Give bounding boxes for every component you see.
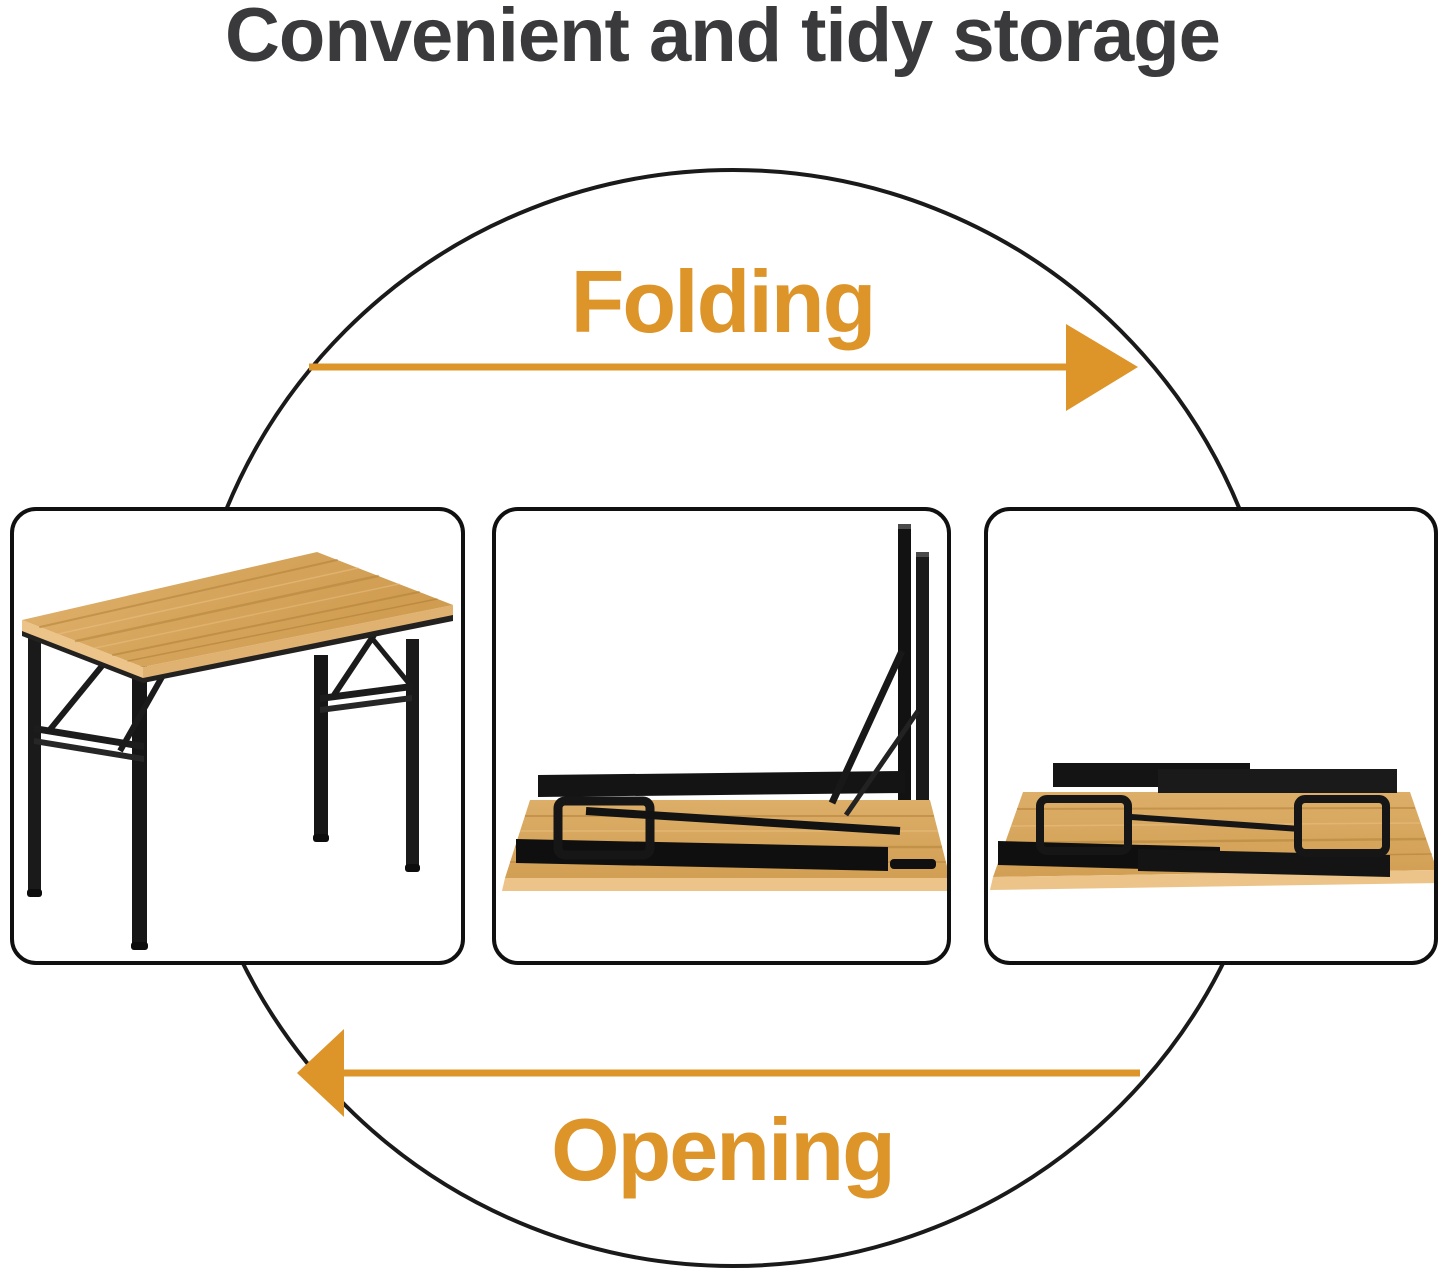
table-half-folded-illustration [502,524,947,891]
opening-label: Opening [551,1100,896,1199]
panel-table-assembled [10,507,465,965]
folding-label: Folding [570,252,877,351]
table-folded-flat-illustration [990,763,1434,890]
panel-table-half-folded [492,507,951,965]
table-assembled-illustration [22,552,453,950]
panel-table-folded-flat [984,507,1438,965]
page-title: Convenient and tidy storage [225,0,1221,78]
